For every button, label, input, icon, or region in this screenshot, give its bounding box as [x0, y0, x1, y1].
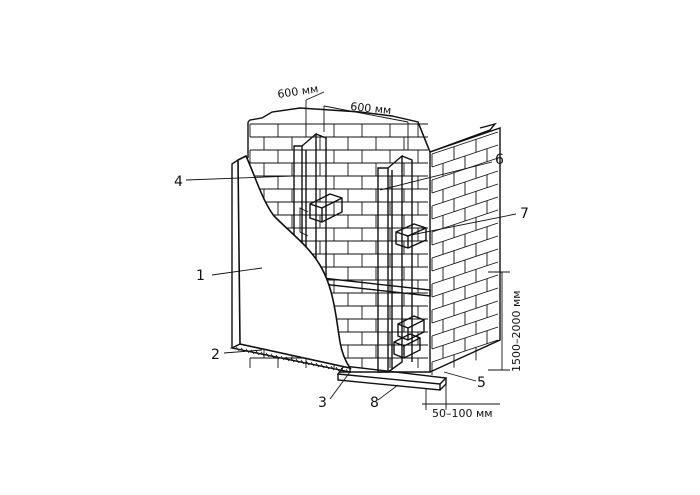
dimension-lines — [305, 91, 510, 410]
label-7: 7 — [520, 206, 529, 222]
bracket-upper-left — [299, 193, 343, 237]
label-6: 6 — [495, 152, 504, 168]
dimension-top-right: 600 мм — [350, 100, 392, 117]
label-8: 8 — [370, 395, 379, 411]
label-2: 2 — [211, 347, 220, 363]
dimension-vertical: 1500–2000 мм — [510, 290, 523, 372]
label-4: 4 — [174, 174, 183, 190]
label-5: 5 — [477, 375, 486, 391]
plasterboard-sheet — [229, 154, 352, 374]
brick-wall-side — [417, 121, 501, 375]
bracket-lower-right — [393, 333, 421, 359]
dimension-bottom: 50–100 мм — [432, 407, 493, 420]
dimension-top-left: 600 мм — [277, 82, 320, 101]
metal-stud-right — [377, 154, 413, 373]
label-3: 3 — [318, 395, 327, 411]
bracket-lower-left — [397, 315, 425, 341]
label-1: 1 — [196, 268, 205, 284]
leader-lines — [185, 161, 517, 401]
